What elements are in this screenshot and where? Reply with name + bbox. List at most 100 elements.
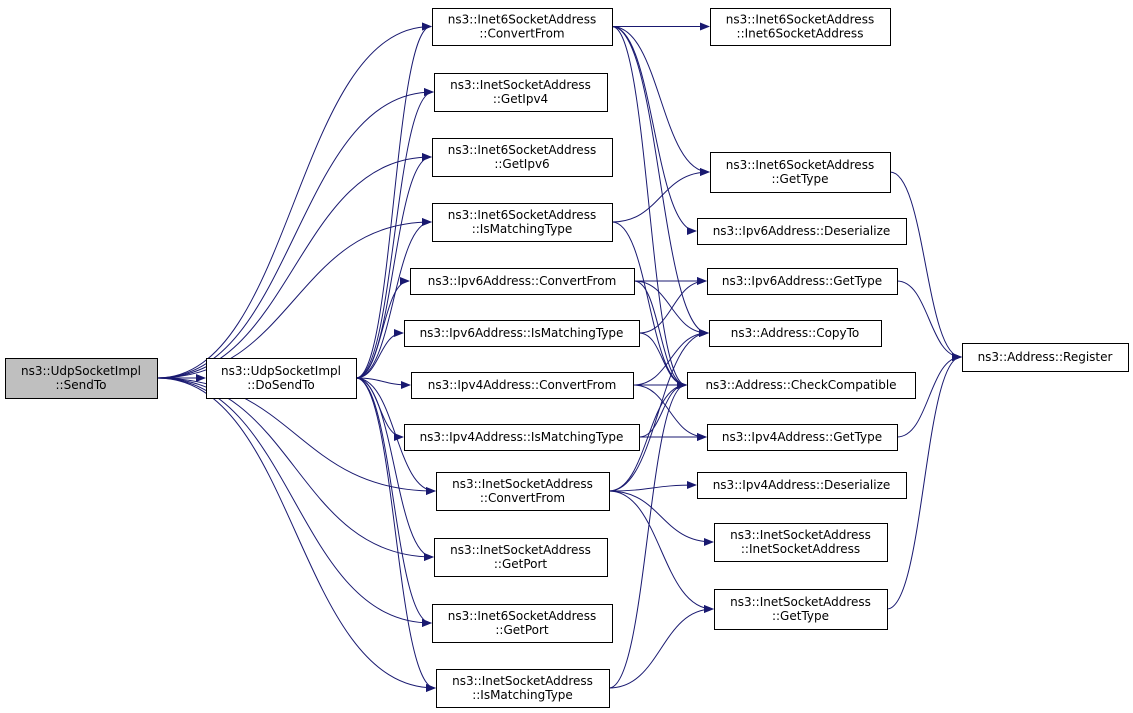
node-box: [434, 538, 608, 577]
node-box: [714, 589, 888, 630]
edge-ipv4-convertfrom-to-ipv4-gettype: [632, 384, 707, 441]
node-i4-getport[interactable]: ns3::InetSocketAddress::GetPort: [434, 538, 608, 577]
node-label: ns3::Ipv4Address::ConvertFrom: [428, 378, 617, 392]
node-i6-getipv6[interactable]: ns3::Inet6SocketAddress::GetIpv6: [432, 138, 613, 177]
node-box: [432, 604, 613, 643]
edge-ipv4-convertfrom-to-addr-copyto: [632, 329, 709, 386]
node-label: ns3::InetSocketAddress: [450, 543, 591, 557]
node-ipv6-gettype[interactable]: ns3::Ipv6Address::GetType: [707, 268, 898, 295]
node-label: ns3::Ipv6Address::GetType: [722, 274, 882, 288]
node-box: [410, 268, 635, 295]
node-ipv4-gettype[interactable]: ns3::Ipv4Address::GetType: [707, 424, 898, 451]
edge-ipv4-gettype-to-addr-register: [896, 353, 962, 438]
edge-sendto-to-i6-getport: [156, 377, 432, 627]
node-box: [411, 372, 634, 399]
edge-i6-convertfrom-to-i6-gettype: [611, 26, 710, 176]
node-box: [707, 424, 898, 451]
edge-i4-convertfrom-to-i4-ctor: [608, 490, 714, 546]
node-i6-ismatching[interactable]: ns3::Inet6SocketAddress::IsMatchingType: [432, 203, 613, 242]
node-label: ns3::Address::CopyTo: [731, 326, 860, 340]
edge-dosendto-to-i4-ismatching: [355, 377, 436, 692]
node-box: [434, 73, 608, 112]
node-i4-ctor[interactable]: ns3::InetSocketAddress::InetSocketAddres…: [714, 523, 888, 562]
node-label: ns3::Ipv6Address::ConvertFrom: [428, 274, 617, 288]
node-i6-ctor[interactable]: ns3::Inet6SocketAddress::Inet6SocketAddr…: [710, 8, 891, 46]
edge-sendto-to-i6-convertfrom: [156, 22, 432, 379]
edge-dosendto-to-i6-getport: [355, 377, 432, 627]
node-label: ns3::Inet6SocketAddress: [448, 609, 596, 623]
node-ipv6-ismatching[interactable]: ns3::Ipv6Address::IsMatchingType: [404, 320, 640, 347]
edge-dosendto-to-ipv4-convertfrom: [355, 377, 411, 389]
node-dosendto[interactable]: ns3::UdpSocketImpl::DoSendTo: [206, 358, 357, 399]
node-label: ns3::UdpSocketImpl: [21, 364, 141, 378]
node-label: ::Inet6SocketAddress: [737, 27, 864, 41]
node-i4-getipv4[interactable]: ns3::InetSocketAddress::GetIpv4: [434, 73, 608, 112]
node-box: [707, 268, 898, 295]
node-label: ns3::Ipv4Address::IsMatchingType: [420, 430, 624, 444]
edge-dosendto-to-i4-convertfrom: [355, 377, 436, 495]
node-i4-ismatching[interactable]: ns3::InetSocketAddress::IsMatchingType: [436, 669, 610, 708]
edges-layer: [156, 22, 962, 692]
node-label: ns3::InetSocketAddress: [452, 674, 593, 688]
node-label: ns3::InetSocketAddress: [450, 78, 591, 92]
node-label: ::GetIpv6: [494, 157, 549, 171]
node-label: ns3::Inet6SocketAddress: [726, 13, 874, 27]
node-box: [404, 320, 640, 347]
node-box: [206, 358, 357, 399]
node-ipv4-convertfrom[interactable]: ns3::Ipv4Address::ConvertFrom: [411, 372, 634, 399]
node-addr-copyto[interactable]: ns3::Address::CopyTo: [709, 320, 882, 347]
nodes-layer: ns3::UdpSocketImpl::SendTons3::UdpSocket…: [5, 8, 1129, 708]
edge-dosendto-to-i6-ismatching: [355, 218, 432, 379]
node-box: [436, 472, 610, 511]
edge-sendto-to-i4-convertfrom: [156, 377, 436, 495]
node-sendto[interactable]: ns3::UdpSocketImpl::SendTo: [5, 358, 158, 399]
edge-i6-ismatching-to-addr-check: [611, 221, 687, 389]
node-label: ::GetPort: [495, 623, 549, 637]
node-label: ns3::Inet6SocketAddress: [448, 13, 596, 27]
edge-i4-convertfrom-to-i4-gettype: [608, 490, 714, 613]
node-box: [432, 138, 613, 177]
node-i4-convertfrom[interactable]: ns3::InetSocketAddress::ConvertFrom: [436, 472, 610, 511]
node-label: ::GetIpv4: [493, 92, 548, 106]
node-ipv4-deserialize[interactable]: ns3::Ipv4Address::Deserialize: [697, 472, 907, 499]
node-i6-gettype[interactable]: ns3::Inet6SocketAddress::GetType: [710, 152, 891, 193]
node-label: ns3::Ipv6Address::IsMatchingType: [420, 326, 624, 340]
node-i6-getport[interactable]: ns3::Inet6SocketAddress::GetPort: [432, 604, 613, 643]
edge-dosendto-to-i4-getport: [355, 377, 434, 561]
node-label: ns3::Inet6SocketAddress: [448, 143, 596, 157]
node-i6-convertfrom[interactable]: ns3::Inet6SocketAddress::ConvertFrom: [432, 8, 613, 46]
node-addr-register[interactable]: ns3::Address::Register: [962, 343, 1129, 372]
node-label: ::GetPort: [494, 557, 548, 571]
node-addr-check[interactable]: ns3::Address::CheckCompatible: [687, 372, 916, 399]
node-ipv6-deserialize[interactable]: ns3::Ipv6Address::Deserialize: [697, 218, 907, 245]
node-label: ::InetSocketAddress: [741, 542, 860, 556]
node-box: [687, 372, 916, 399]
node-box: [714, 523, 888, 562]
node-label: ns3::InetSocketAddress: [452, 477, 593, 491]
edge-i6-convertfrom-to-addr-check: [611, 26, 687, 389]
node-label: ns3::InetSocketAddress: [730, 595, 871, 609]
edge-dosendto-to-i6-convertfrom: [355, 22, 432, 379]
node-box: [432, 203, 613, 242]
node-i4-gettype[interactable]: ns3::InetSocketAddress::GetType: [714, 589, 888, 630]
node-box: [697, 218, 907, 245]
edge-sendto-to-i4-ismatching: [156, 377, 436, 692]
node-ipv4-ismatching[interactable]: ns3::Ipv4Address::IsMatchingType: [404, 424, 640, 451]
node-label: ns3::Ipv6Address::Deserialize: [713, 224, 891, 238]
node-label: ::IsMatchingType: [472, 222, 573, 236]
edge-i4-convertfrom-to-addr-check: [608, 381, 687, 492]
edge-i6-ismatching-to-i6-gettype: [611, 168, 710, 223]
node-label: ns3::Inet6SocketAddress: [726, 158, 874, 172]
node-label: ::SendTo: [56, 378, 107, 392]
node-label: ::IsMatchingType: [472, 688, 573, 702]
node-label: ::DoSendTo: [247, 378, 315, 392]
edge-i4-gettype-to-addr-register: [886, 353, 962, 610]
node-label: ns3::UdpSocketImpl: [221, 364, 341, 378]
node-box: [404, 424, 640, 451]
node-ipv6-convertfrom[interactable]: ns3::Ipv6Address::ConvertFrom: [410, 268, 635, 295]
node-label: ns3::Ipv4Address::GetType: [722, 430, 882, 444]
node-box: [5, 358, 158, 399]
edge-ipv6-convertfrom-to-addr-copyto: [633, 280, 709, 337]
edge-i4-convertfrom-to-addr-copyto: [608, 329, 709, 492]
edge-i6-convertfrom-to-addr-copyto: [611, 26, 709, 337]
